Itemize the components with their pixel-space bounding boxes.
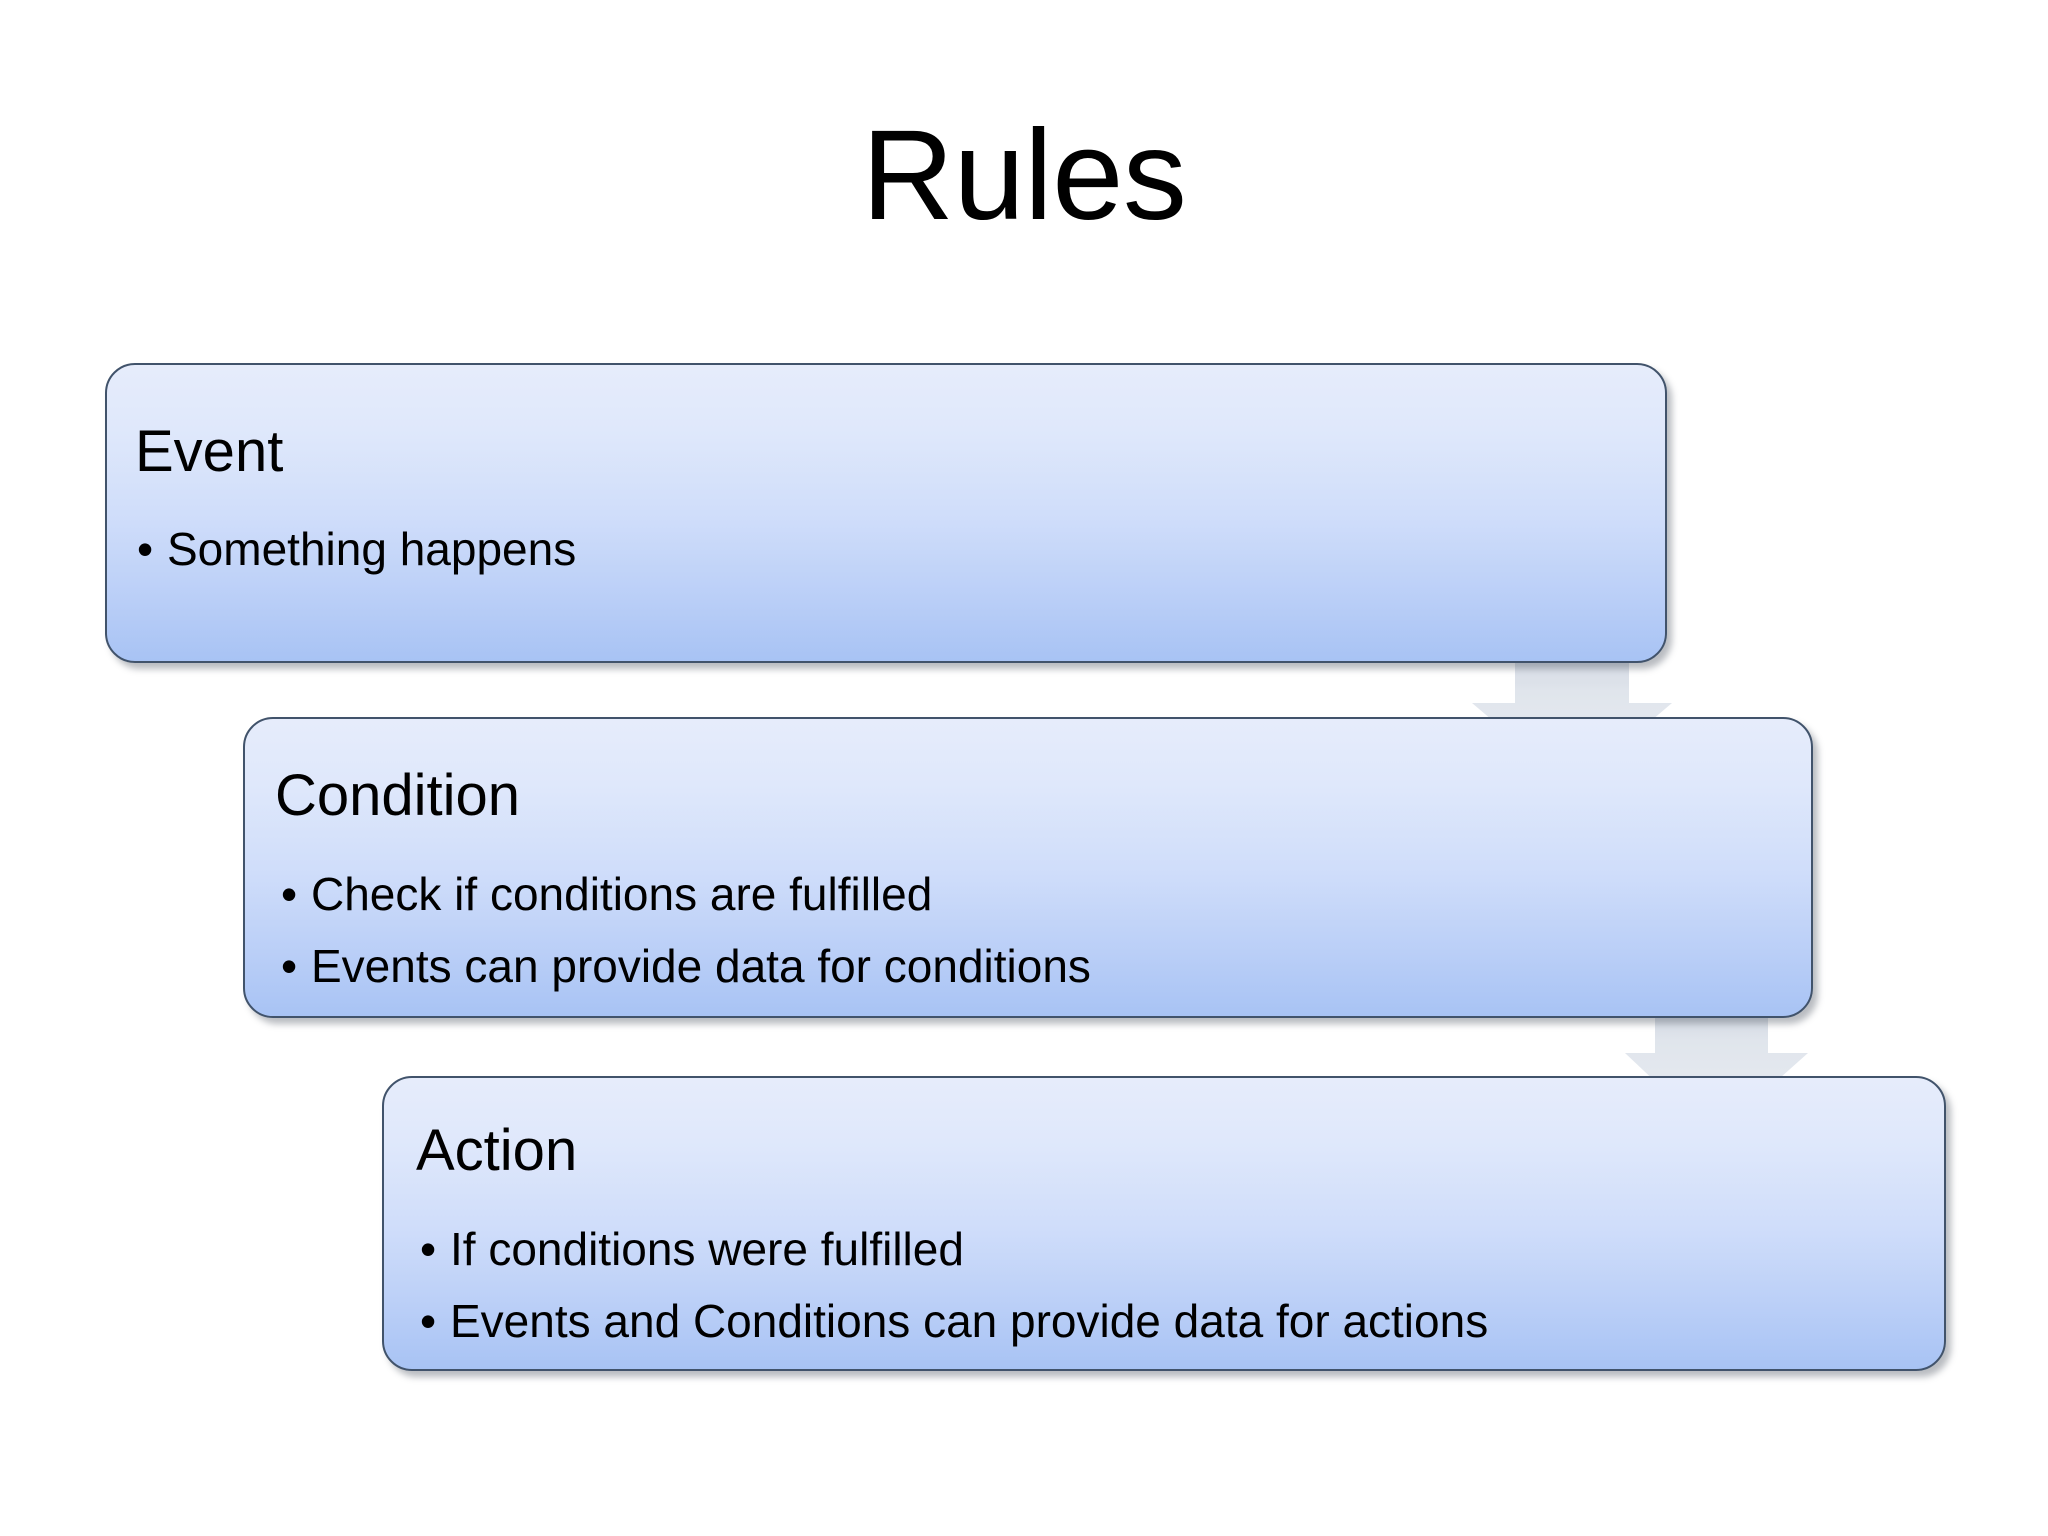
list-item: •Events and Conditions can provide data … <box>420 1298 1488 1344</box>
list-item: •If conditions were fulfilled <box>420 1226 1488 1272</box>
bullet-icon: • <box>281 868 298 920</box>
step-heading: Event <box>135 419 284 484</box>
bullet-text: Something happens <box>167 523 577 575</box>
list-item: •Check if conditions are fulfilled <box>281 871 1091 917</box>
step-bullet-list: •Check if conditions are fulfilled •Even… <box>281 871 1091 989</box>
bullet-icon: • <box>420 1223 437 1275</box>
flow-step-event[interactable]: Event •Something happens <box>105 363 1667 663</box>
bullet-text: If conditions were fulfilled <box>450 1223 964 1275</box>
list-item: •Something happens <box>137 526 576 572</box>
page-title: Rules <box>861 104 1187 247</box>
flow-step-condition[interactable]: Condition •Check if conditions are fulfi… <box>243 717 1813 1018</box>
bullet-text: Check if conditions are fulfilled <box>311 868 933 920</box>
step-bullet-list: •Something happens <box>137 526 576 572</box>
step-heading: Action <box>416 1118 578 1183</box>
bullet-text: Events and Conditions can provide data f… <box>450 1295 1489 1347</box>
flow-step-action[interactable]: Action •If conditions were fulfilled •Ev… <box>382 1076 1946 1371</box>
step-heading: Condition <box>275 763 521 828</box>
bullet-text: Events can provide data for conditions <box>311 940 1091 992</box>
bullet-icon: • <box>137 523 154 575</box>
list-item: •Events can provide data for conditions <box>281 943 1091 989</box>
bullet-icon: • <box>281 940 298 992</box>
step-bullet-list: •If conditions were fulfilled •Events an… <box>420 1226 1488 1344</box>
bullet-icon: • <box>420 1295 437 1347</box>
